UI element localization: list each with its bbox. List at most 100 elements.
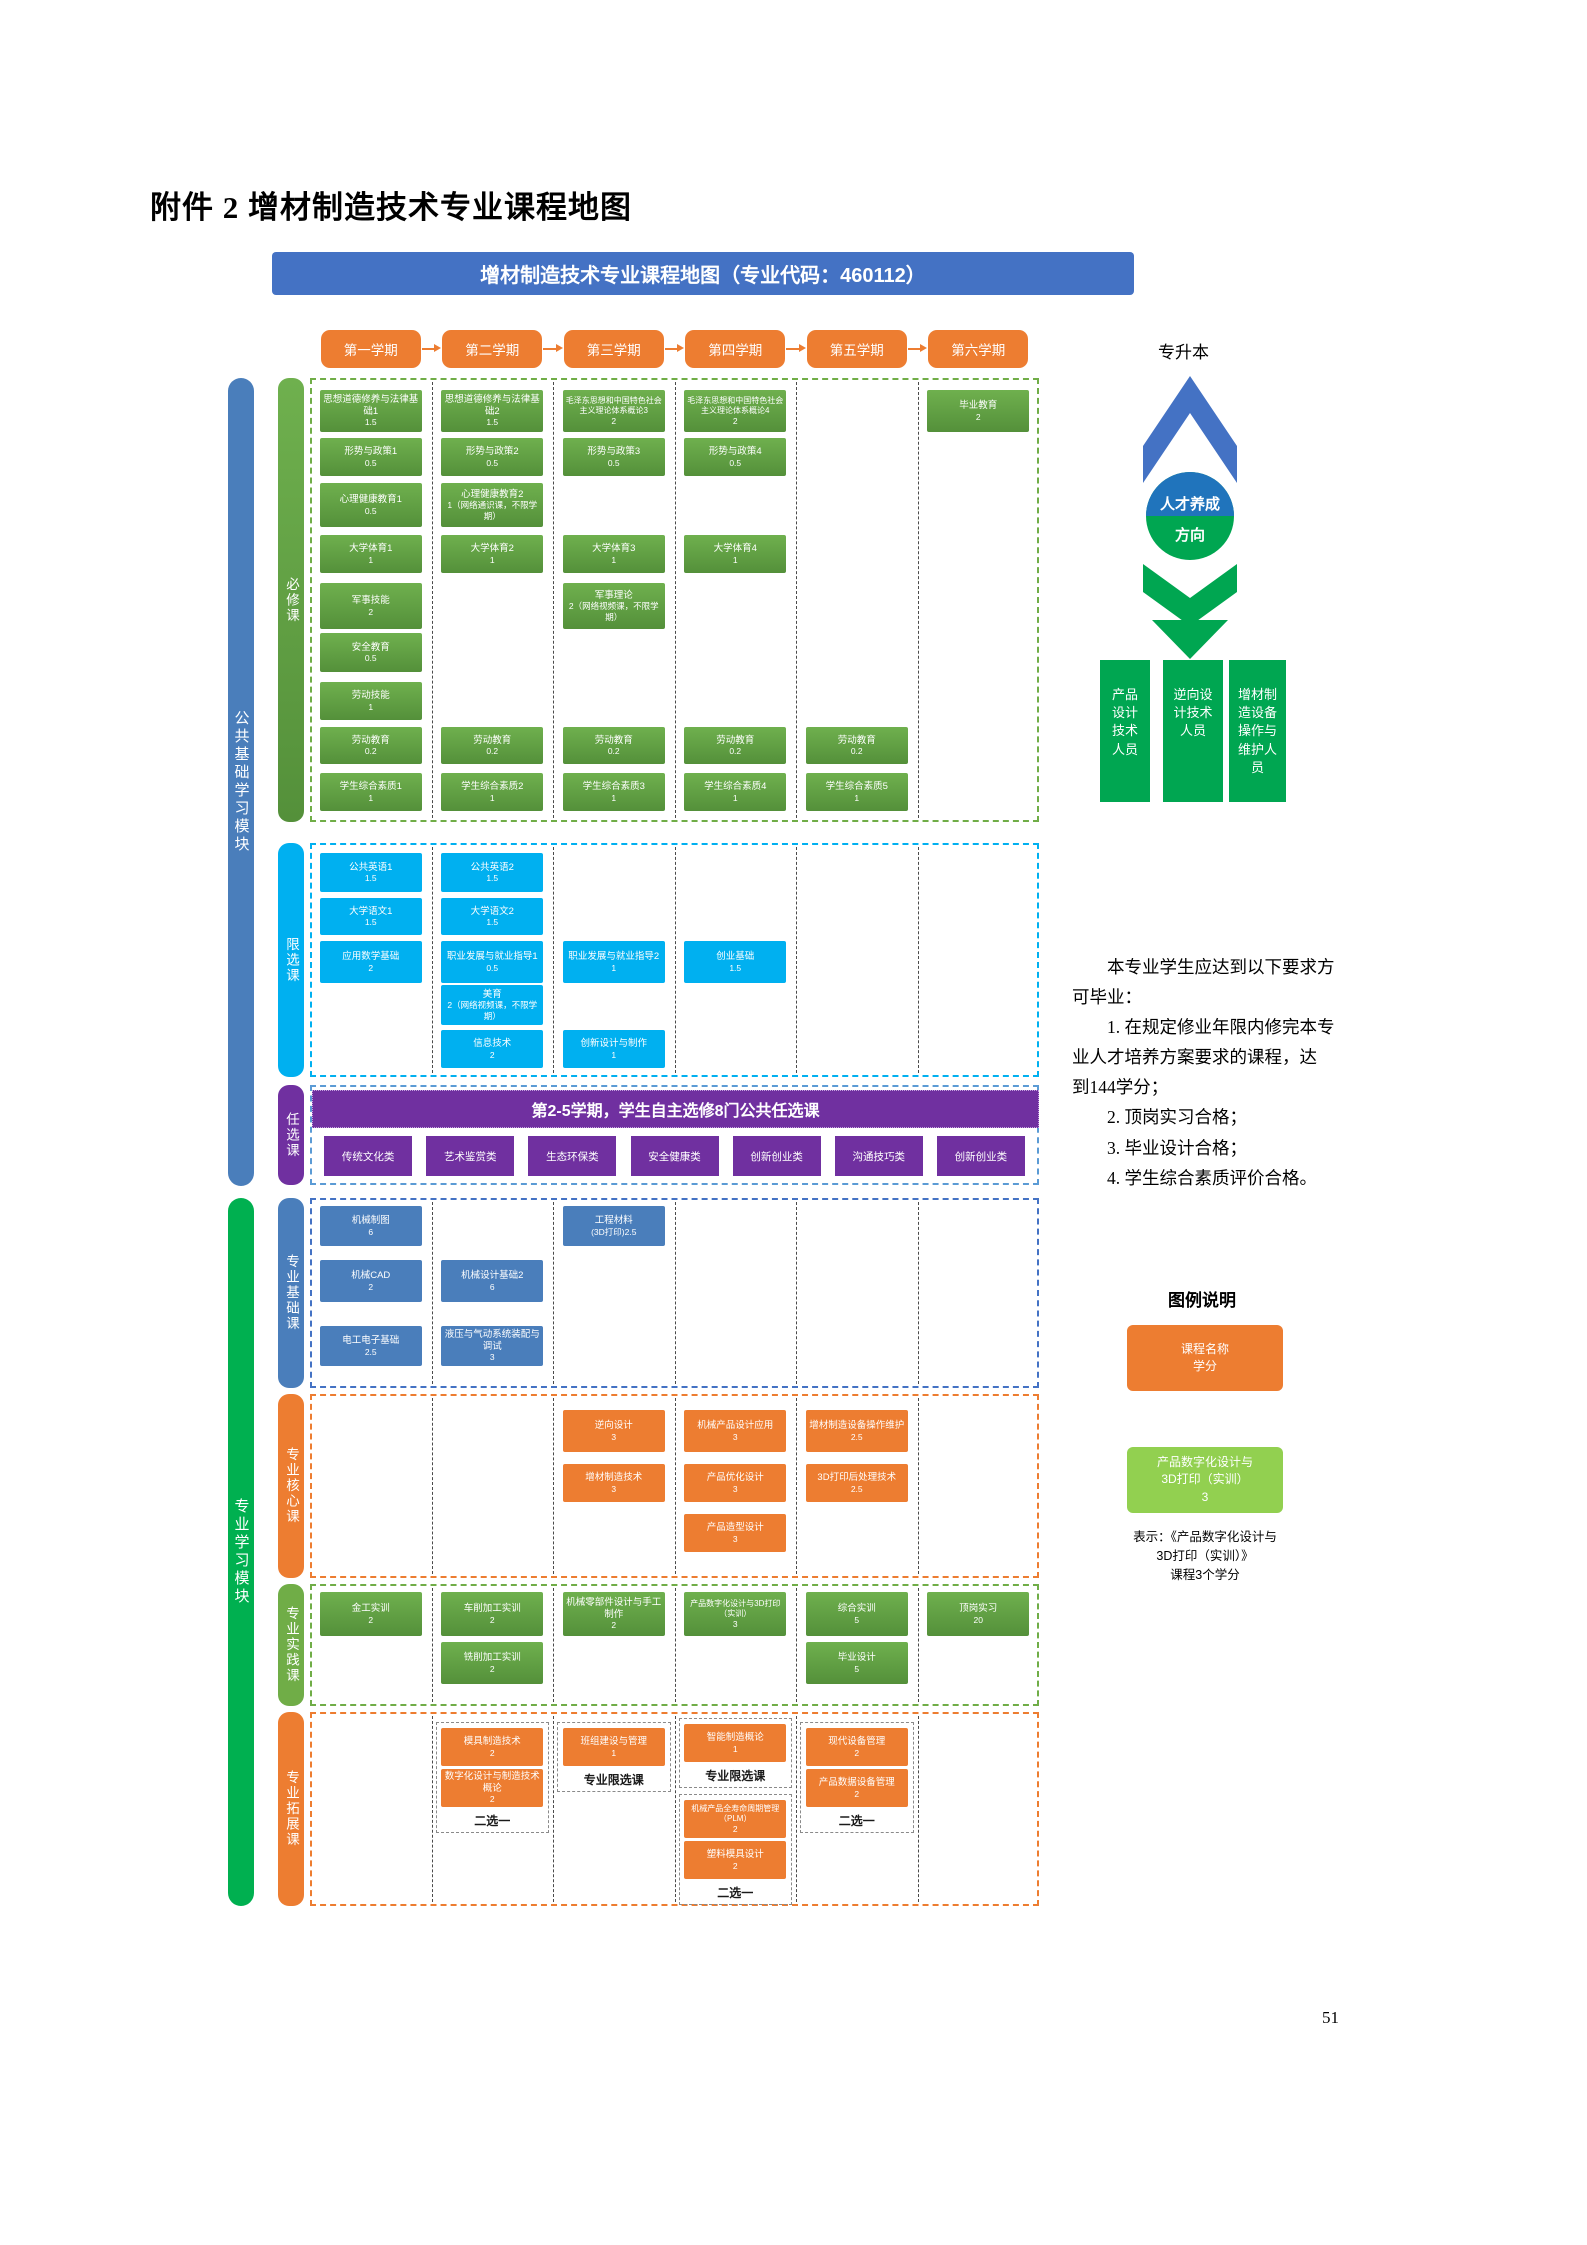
course-credit: 6 [368, 1226, 374, 1237]
course-credit: 3 [489, 1352, 495, 1363]
section-bar-foundation: 专业基础课 [278, 1198, 304, 1388]
course-name: 劳动教育 [351, 734, 390, 746]
course-credit: 0.2 [850, 746, 863, 757]
course-credit: 2 [611, 1620, 617, 1631]
course-name: 综合实训 [837, 1603, 876, 1615]
course-name: 大学体育2 [470, 543, 514, 555]
legend-sample-green-name: 产品数字化设计与 3D打印（实训） [1156, 1454, 1253, 1487]
course-name: 心理健康教育2 [461, 488, 524, 500]
course-credit: 1 [732, 792, 738, 803]
column-separator [674, 1588, 676, 1702]
target-role-am-equipment: 增材制造设备操作与维护人员 [1229, 660, 1286, 802]
course-name: 机械零部件设计与手工制作 [566, 1597, 662, 1620]
course-name: 劳动教育 [594, 734, 633, 746]
elective-category: 安全健康类 [630, 1136, 719, 1176]
course-credit: 1.5 [364, 873, 377, 884]
course-name: 机械产品设计应用 [697, 1420, 774, 1432]
course-credit: 1 [611, 554, 617, 565]
course-name: 电工电子基础 [342, 1335, 400, 1347]
course-credit: 0.2 [607, 746, 620, 757]
course-credit: 0.5 [364, 653, 377, 664]
column-separator [917, 1588, 919, 1702]
course-name: 形势与政策4 [708, 446, 762, 458]
course-credit: 2 [732, 1860, 738, 1871]
zhuanshengben-label: 专升本 [1158, 343, 1209, 362]
course-name: 现代设备管理 [828, 1736, 886, 1748]
course-credit: 1.5 [486, 873, 499, 884]
course-credit: 0.2 [364, 746, 377, 757]
course-name: 产品造型设计 [706, 1522, 764, 1534]
course-credit: 0.5 [607, 457, 620, 468]
course-credit: 2 [368, 962, 374, 973]
course-name: 劳动教育 [837, 734, 876, 746]
course-name: 创新设计与制作 [580, 1038, 647, 1050]
course-credit: 1 [732, 1743, 738, 1754]
direction-circle-line1: 人才养成 [1160, 495, 1220, 513]
legend-sample-green: 产品数字化设计与 3D打印（实训） 3 [1127, 1447, 1283, 1513]
course-name: 数字化设计与制造技术概论 [444, 1771, 540, 1794]
down-chevron-icon [1143, 564, 1237, 626]
column-separator [796, 847, 797, 1073]
column-separator [917, 1202, 919, 1384]
legend-sample-orange: 课程名称 学分 [1127, 1325, 1283, 1391]
course-name: 班组建设与管理 [580, 1736, 647, 1748]
course-name: 大学体育1 [349, 543, 393, 555]
column-separator [674, 1202, 676, 1384]
course-name: 模具制造技术 [463, 1736, 521, 1748]
column-separator [796, 382, 797, 818]
course-name: 美育 [482, 988, 502, 1000]
semester-arrow-line [786, 348, 799, 350]
semester-arrow-line [421, 348, 435, 350]
course-credit: 1 [611, 962, 617, 973]
semester-header-4: 第四学期 [685, 330, 786, 368]
semester-header-2: 第二学期 [442, 330, 543, 368]
section-bar-extension: 专业拓展课 [278, 1712, 304, 1906]
course-credit: 2（网络视频课，不限学期） [447, 1000, 538, 1021]
down-arrow-icon [1152, 620, 1228, 659]
semester-arrow-icon [434, 344, 442, 352]
course-name: 职业发展与就业指导2 [568, 951, 660, 963]
course-credit: 3 [732, 1533, 738, 1544]
course-credit: 1.5 [486, 917, 499, 928]
semester-header-3: 第三学期 [563, 330, 664, 368]
course-credit: 3 [732, 1618, 738, 1629]
course-credit: 1 [489, 554, 495, 565]
course-name: 应用数学基础 [342, 951, 400, 963]
semester-arrow-icon [798, 344, 806, 352]
course-credit: 1 [368, 792, 374, 803]
course-name: 智能制造概论 [706, 1732, 764, 1744]
course-name: 逆向设计 [594, 1420, 633, 1432]
column-separator [917, 847, 919, 1073]
course-credit: 0.2 [729, 746, 742, 757]
course-name: 机械CAD [351, 1270, 391, 1282]
column-separator [796, 1716, 797, 1902]
course-credit: 2（网络视频课，不限学期） [568, 601, 659, 622]
course-name: 机械产品全寿命周期管理（PLM） [691, 1804, 780, 1823]
